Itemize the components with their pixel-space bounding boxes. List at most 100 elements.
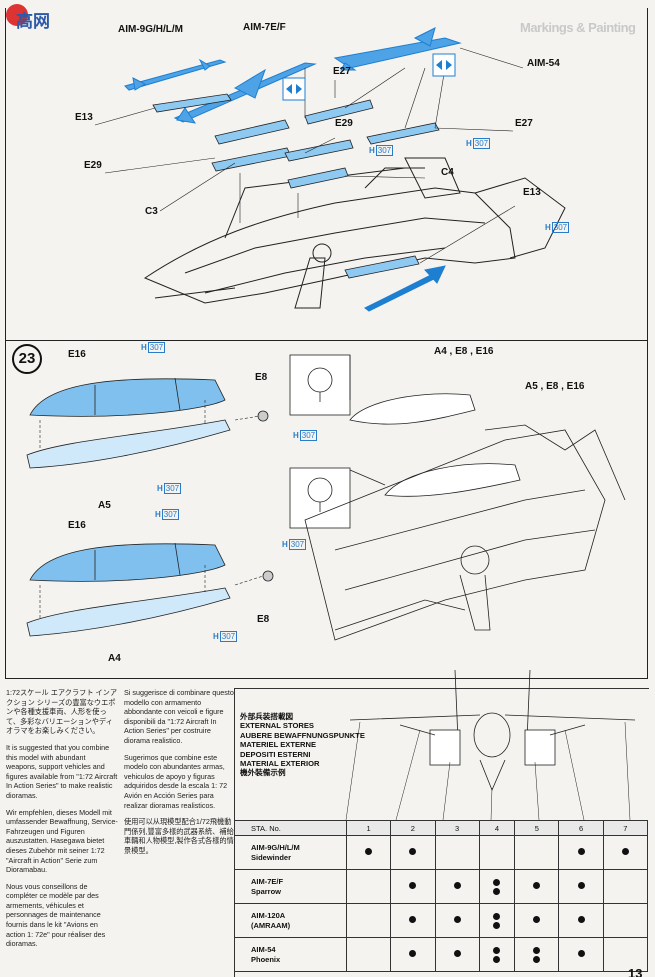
stores-title: 外部兵装搭載図 EXTERNAL STORES AUBERE BEWAFFNUN… [240, 712, 365, 778]
pylon-rails [152, 93, 440, 279]
table-row: AIM-120A(AMRAAM) [234, 903, 649, 938]
store-designation: AIM-7E/F [251, 876, 284, 886]
label-e8-lower: E8 [257, 614, 270, 625]
text-de: Wir empfehlen, dieses Modell mit umfasse… [6, 807, 118, 875]
drop-tank-upper [26, 377, 269, 469]
station-cell [434, 937, 480, 972]
store-dot [493, 887, 501, 895]
text-it: Si suggerisce di combinare questo modell… [124, 688, 234, 745]
store-nickname: Sparrow [251, 886, 282, 896]
label-c3: C3 [145, 206, 158, 217]
station-cell [345, 835, 392, 870]
stores-title-ja: 外部兵装搭載図 [240, 712, 294, 721]
store-dot [493, 878, 501, 886]
station-number: 7 [602, 820, 649, 836]
label-e8-upper: E8 [255, 372, 268, 383]
station-cell [514, 869, 560, 904]
station-cell [478, 869, 516, 904]
station-cell [478, 937, 516, 972]
label-e16-upper: E16 [68, 349, 86, 360]
direction-indicator-icon [282, 53, 456, 101]
step23-frame [5, 340, 648, 679]
aim54-missile [333, 27, 462, 71]
stores-title-fr: MATERIEL EXTERNE [240, 740, 317, 750]
f14-front-view [345, 669, 636, 820]
station-cell [514, 937, 560, 972]
assembly-arrows [304, 67, 446, 129]
station-cell [558, 903, 604, 938]
header-title: Markings & Painting [520, 20, 636, 35]
aim9-missile [124, 58, 227, 91]
store-dot [533, 955, 541, 963]
store-dot [493, 912, 501, 920]
label-c4: C4 [441, 167, 454, 178]
station-cell [514, 903, 560, 938]
store-dot [493, 946, 501, 954]
store-designation: AIM-54 [251, 944, 276, 954]
aircraft-underside [304, 355, 626, 641]
store-name: AIM-120A(AMRAAM) [234, 903, 347, 938]
text-column-middle: Si suggerisce di combinare questo modell… [124, 688, 234, 863]
station-number: 2 [390, 820, 436, 836]
station-cell [558, 869, 604, 904]
station-number: 6 [558, 820, 604, 836]
station-number: 4 [478, 820, 516, 836]
page-number: 13 [628, 966, 643, 977]
text-zh: 使用可以从現模型配合1/72飛機動門係列,豐富多樣的武器系統、補給車輛和人物模型… [124, 817, 234, 855]
store-nickname: Sidewinder [251, 852, 292, 862]
station-cell [602, 869, 649, 904]
station-cell [558, 937, 604, 972]
store-dot [533, 946, 541, 954]
station-cell [390, 903, 436, 938]
station-cell [558, 835, 604, 870]
station-cell [602, 937, 649, 972]
step23-diagram [26, 354, 626, 641]
station-cell [478, 903, 516, 938]
stores-title-it: DEPOSITI ESTERNI [240, 749, 311, 759]
label-aim9: AIM-9G/H/L/M [118, 24, 183, 35]
station-cell [345, 869, 392, 904]
store-dot [409, 950, 417, 957]
store-dot [453, 950, 461, 957]
stations-header-row: STA. No. 1 2 3 4 5 6 7 [234, 820, 649, 836]
label-e13-lower: E13 [523, 187, 541, 198]
callout-a4-e8-e16: A4 , E8 , E16 [434, 346, 494, 357]
station-cell [345, 903, 392, 938]
store-dot [409, 916, 417, 923]
detail-view-boxes [289, 354, 351, 529]
station-cell [602, 835, 649, 870]
station-cell [602, 903, 649, 938]
station-number: 5 [514, 820, 560, 836]
store-dot [493, 955, 501, 963]
step23-number-badge: 23 [12, 344, 42, 374]
store-dot [365, 848, 373, 855]
watermark-logo: 高网 [6, 4, 64, 34]
text-fr: Nous vous conseillons de compléter ce mo… [6, 881, 106, 949]
stores-title-es: MATERIAL EXTERIOR [240, 759, 320, 769]
store-dot [533, 916, 541, 923]
f14-fuselage [143, 157, 566, 309]
label-e29-mid: E29 [335, 118, 353, 129]
store-dot [621, 848, 629, 855]
store-dot [577, 848, 585, 855]
callout-a5-e8-e16: A5 , E8 , E16 [525, 381, 585, 392]
label-e16-lower: E16 [68, 520, 86, 531]
text-es: Sugerimos que combine este modelo con ab… [124, 752, 228, 810]
station-cell [345, 937, 392, 972]
store-dot [409, 848, 417, 855]
store-designation: AIM-9G/H/L/M [251, 842, 300, 852]
